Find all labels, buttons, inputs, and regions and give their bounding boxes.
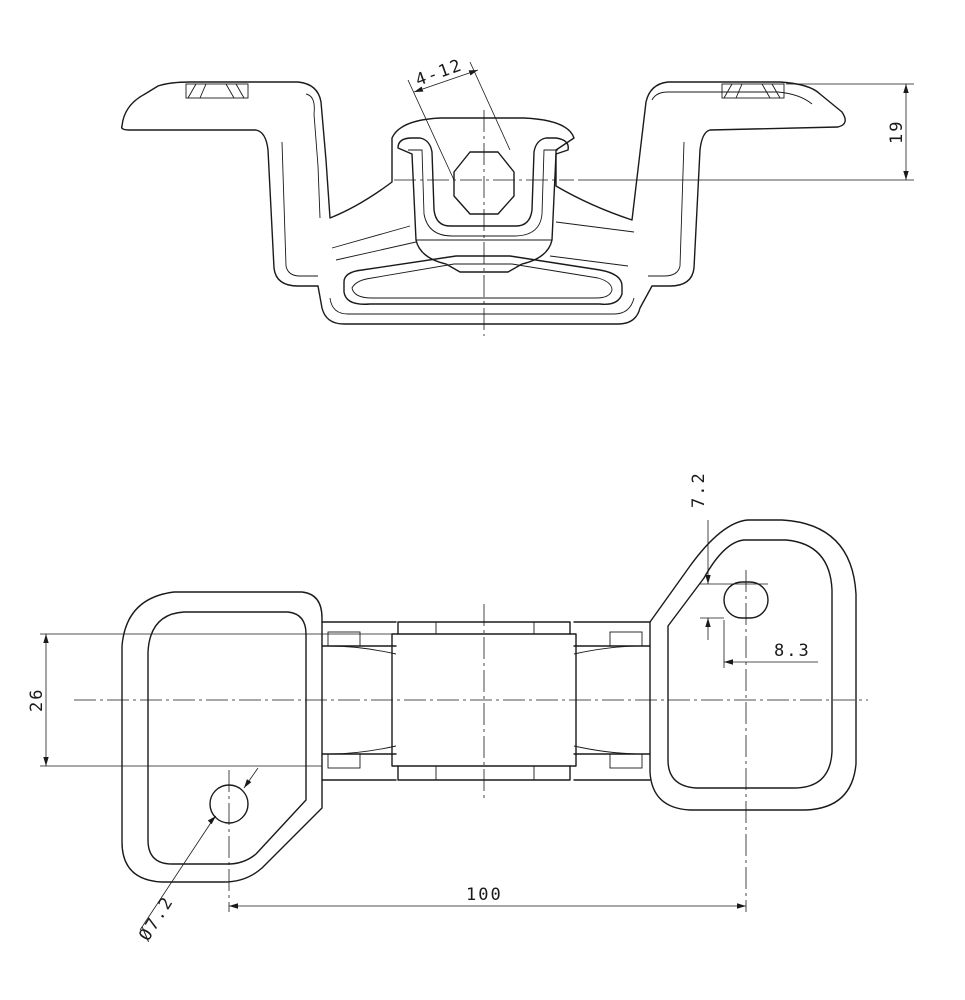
- dimension-height: 19: [578, 83, 914, 181]
- dimension-label-width: 26: [27, 688, 47, 712]
- right-pad-outer: [649, 519, 857, 811]
- dimension-hole-offset-vertical: 7.2: [689, 471, 768, 640]
- bracket-inner-outline: [281, 91, 813, 315]
- bridge-flare-lines: [329, 645, 643, 755]
- bridge-bottom-edge: [321, 753, 651, 781]
- left-pad-inner: [147, 611, 307, 865]
- nut-housing-inner: [408, 149, 558, 241]
- side-view: 4-12 19: [120, 55, 914, 336]
- lower-window-inner: [351, 263, 613, 299]
- lower-window: [343, 255, 623, 305]
- weld-slot-left: [185, 83, 249, 99]
- dimension-hole-offset-horizontal: 8.3: [723, 620, 818, 668]
- bracket-outer-outline: [120, 81, 846, 325]
- weld-slot-right: [721, 83, 785, 99]
- right-pad-inner: [667, 539, 833, 789]
- dimension-hole-spacing: 100: [229, 885, 746, 909]
- nut-housing: [397, 137, 569, 273]
- dimension-hole-diameter: Ø7.2: [135, 767, 259, 945]
- dimension-label-hole-diameter: Ø7.2: [135, 893, 178, 945]
- dimension-label-hole-spacing: 100: [466, 885, 503, 905]
- left-pad-outer: [121, 591, 323, 883]
- dimension-label-height: 19: [887, 120, 907, 144]
- web-lines: [331, 221, 635, 267]
- dimension-width: 26: [27, 633, 392, 767]
- top-view: 26 100 7.2 8.3 Ø7.2: [27, 471, 868, 945]
- center-block-flange-ticks: [435, 622, 535, 780]
- bridge-tabs: [327, 631, 643, 769]
- dimension-label-hole-offset-vertical: 7.2: [689, 471, 709, 508]
- dimension-label-hole-offset-horizontal: 8.3: [774, 641, 811, 661]
- bridge-top-edge: [321, 621, 651, 647]
- dimension-label-hole-pattern: 4-12: [413, 55, 466, 91]
